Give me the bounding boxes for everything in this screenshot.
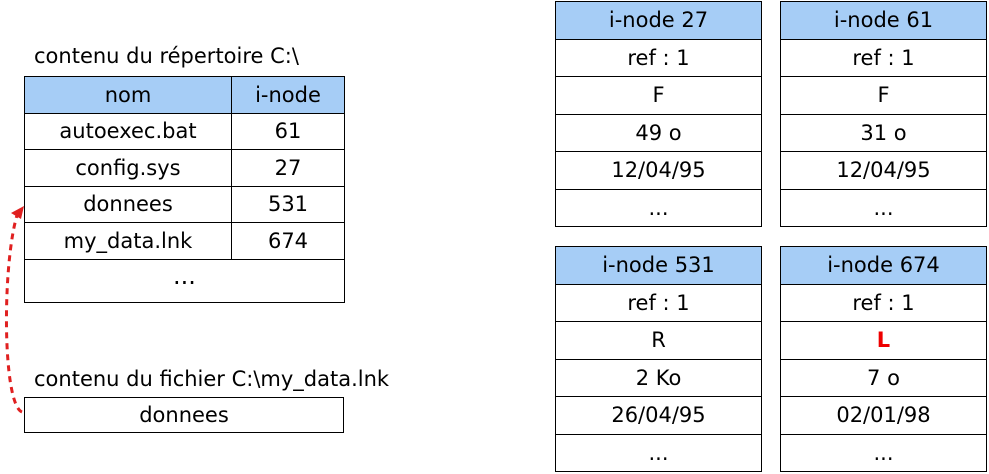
inode-size: 7 o: [780, 358, 987, 397]
inode-more: ...: [780, 188, 987, 227]
inode-more: ...: [555, 433, 762, 472]
link-arrow-path: [4, 211, 23, 414]
more-entries: ...: [24, 258, 345, 303]
link-file-content: donnees: [24, 397, 344, 433]
inode-date: 12/04/95: [555, 151, 762, 190]
inode-block-27: i-node 27 ref : 1 F 49 o 12/04/95 ...: [555, 1, 762, 227]
inode-block-531: i-node 531 ref : 1 R 2 Ko 26/04/95 ...: [555, 246, 762, 472]
inode-title: i-node 531: [555, 246, 762, 285]
table-row: donnees 531: [24, 185, 345, 223]
inode-ref: ref : 1: [555, 283, 762, 322]
inode-block-674: i-node 674 ref : 1 L 7 o 02/01/98 ...: [780, 246, 987, 472]
arrowhead-icon: [11, 206, 24, 219]
inode-ref: ref : 1: [780, 38, 987, 77]
inode-more: ...: [555, 188, 762, 227]
inode-size: 49 o: [555, 113, 762, 152]
inode-size: 2 Ko: [555, 358, 762, 397]
inode-block-61: i-node 61 ref : 1 F 31 o 12/04/95 ...: [780, 1, 987, 227]
inode-ref: ref : 1: [555, 38, 762, 77]
link-target: donnees: [139, 403, 229, 427]
inode-type: R: [555, 321, 762, 360]
inode-title: i-node 674: [780, 246, 987, 285]
entry-name: donnees: [24, 185, 232, 223]
table-row-more: ...: [24, 258, 345, 303]
column-header-inode: i-node: [231, 76, 345, 114]
directory-header-row: nom i-node: [24, 76, 345, 114]
directory-table: nom i-node autoexec.bat 61 config.sys 27…: [24, 76, 345, 303]
inode-title: i-node 27: [555, 1, 762, 40]
inode-more: ...: [780, 433, 987, 472]
inode-date: 02/01/98: [780, 396, 987, 435]
inode-title: i-node 61: [780, 1, 987, 40]
inode-type: F: [555, 76, 762, 115]
link-file-caption: contenu du fichier C:\my_data.lnk: [34, 367, 390, 391]
entry-inode: 27: [231, 149, 345, 187]
entry-name: my_data.lnk: [24, 222, 232, 260]
inode-type: F: [780, 76, 987, 115]
directory-caption: contenu du répertoire C:\: [34, 44, 299, 68]
inode-ref: ref : 1: [780, 283, 987, 322]
inode-size: 31 o: [780, 113, 987, 152]
